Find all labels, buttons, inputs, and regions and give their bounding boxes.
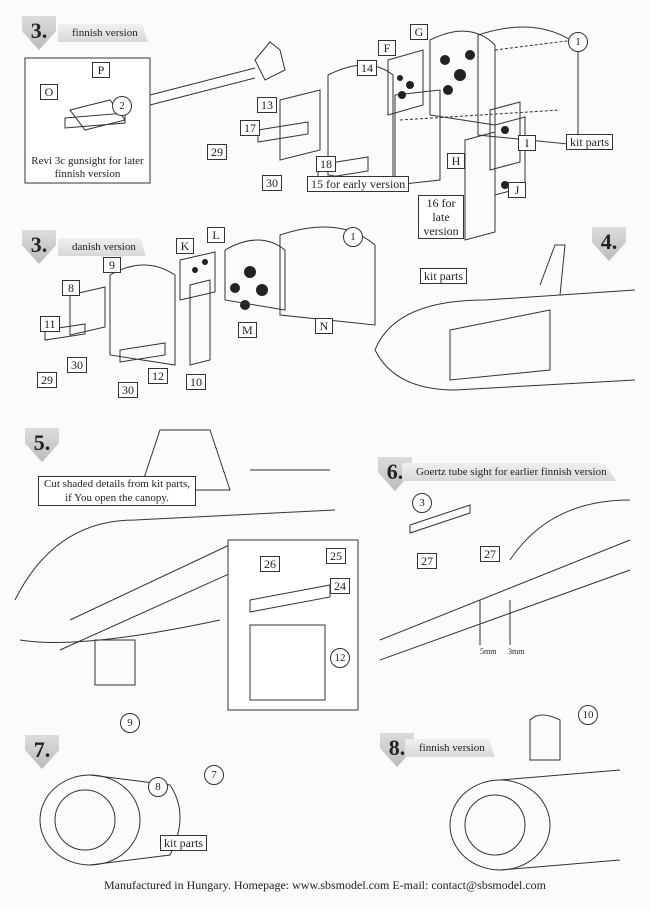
step-8-label: finnish version	[405, 739, 495, 757]
kit-parts-label: kit parts	[566, 134, 613, 150]
part-L: L	[207, 227, 225, 243]
part-H: H	[447, 153, 465, 169]
part-27-b: 27	[480, 546, 500, 562]
part-12-circle: 12	[330, 648, 350, 668]
part-25: 25	[326, 548, 346, 564]
part-26: 26	[260, 556, 280, 572]
part-1: 1	[568, 32, 588, 52]
step-6-label: Goertz tube sight for earlier finnish ve…	[402, 463, 617, 481]
part-10-circle: 10	[578, 705, 598, 725]
step-3-danish-label: danish version	[58, 238, 146, 256]
part-N: N	[315, 318, 333, 334]
part-K: K	[176, 238, 194, 254]
part-10: 10	[186, 374, 206, 390]
part-J: J	[508, 182, 526, 198]
part-30: 30	[262, 175, 282, 191]
part-1-danish: 1	[343, 227, 363, 247]
part-M: M	[238, 322, 257, 338]
part-12: 12	[148, 368, 168, 384]
part-F: F	[378, 40, 396, 56]
kit-parts-step7: kit parts	[160, 835, 207, 851]
cut-details-callout: Cut shaded details from kit parts, if Yo…	[38, 476, 196, 506]
part-18: 18	[316, 156, 336, 172]
part-30-danish-b: 30	[118, 382, 138, 398]
part-O: O	[40, 84, 58, 100]
early-version-label: 15 for early version	[307, 176, 410, 192]
part-14: 14	[357, 60, 377, 76]
part-7-circle: 7	[204, 765, 224, 785]
part-11: 11	[40, 316, 60, 332]
kit-parts-danish: kit parts	[420, 268, 467, 284]
part-P: P	[92, 62, 110, 78]
part-13: 13	[257, 97, 277, 113]
part-9: 9	[103, 257, 121, 273]
part-8: 8	[62, 280, 80, 296]
part-30-danish-a: 30	[67, 357, 87, 373]
part-27-a: 27	[417, 553, 437, 569]
part-24: 24	[330, 578, 350, 594]
late-version-label: 16 for late version	[418, 195, 464, 239]
part-2: 2	[112, 96, 132, 116]
part-3: 3	[412, 493, 432, 513]
part-G: G	[410, 24, 428, 40]
dimension-3mm: 3mm	[508, 647, 525, 656]
footer: Manufactured in Hungary. Homepage: www.s…	[103, 878, 547, 892]
dimension-5mm: 5mm	[480, 647, 497, 656]
part-9-circle: 9	[120, 713, 140, 733]
step-3-finnish-label: finnish version	[58, 24, 148, 42]
part-29-danish: 29	[37, 372, 57, 388]
part-17: 17	[240, 120, 260, 136]
step-5-badge: 5.	[25, 428, 59, 462]
part-I: I	[518, 135, 536, 151]
part-29: 29	[207, 144, 227, 160]
gunsight-caption: Revi 3c gunsight for later finnish versi…	[31, 155, 144, 180]
part-8-circle: 8	[148, 777, 168, 797]
